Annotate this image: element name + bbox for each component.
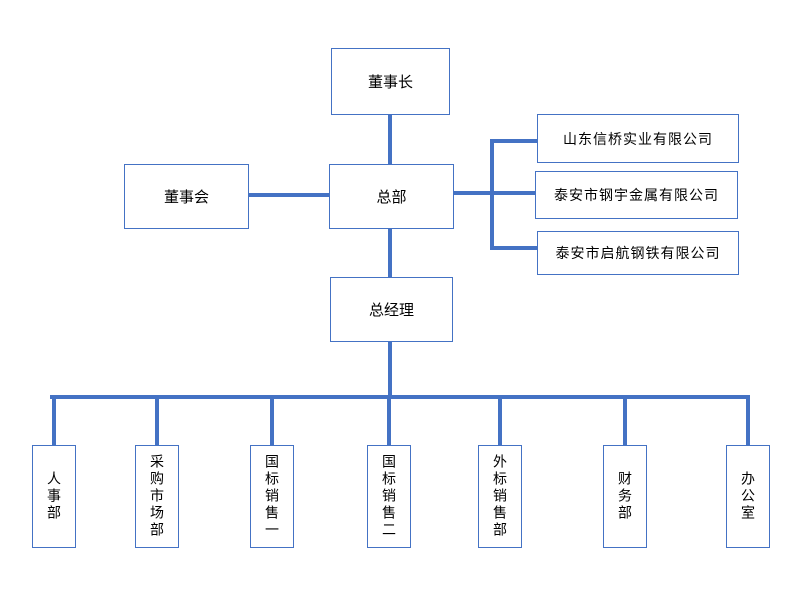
node-department-7-label: 办公室 [740,471,756,522]
connector-hq-gm [388,228,392,278]
node-company-3-label: 泰安市启航钢铁有限公司 [555,245,721,261]
node-department-4-label: 国标销售二 [381,454,397,539]
node-department-6-label: 财务部 [617,471,633,522]
node-department-3[interactable]: 国标销售一 [250,445,294,548]
node-hq[interactable]: 总部 [329,164,454,229]
connector-drop-7 [746,397,750,445]
node-department-4[interactable]: 国标销售二 [367,445,411,548]
node-department-5[interactable]: 外标销售部 [478,445,522,548]
connector-bus [50,395,750,399]
connector-drop-2 [155,397,159,445]
node-gm-label: 总经理 [368,302,414,319]
node-department-1[interactable]: 人事部 [32,445,76,548]
node-company-3[interactable]: 泰安市启航钢铁有限公司 [537,231,739,275]
node-gm[interactable]: 总经理 [330,277,453,342]
node-chairman[interactable]: 董事长 [331,48,450,115]
node-department-3-label: 国标销售一 [264,454,280,539]
node-company-1[interactable]: 山东信桥实业有限公司 [537,114,739,163]
connector-drop-3 [270,397,274,445]
node-department-6[interactable]: 财务部 [603,445,647,548]
node-chairman-label: 董事长 [367,74,413,91]
connector-drop-4 [387,397,391,445]
connector-board-hq [249,193,330,197]
node-hq-label: 总部 [376,189,407,206]
node-department-1-label: 人事部 [46,471,62,522]
node-department-7[interactable]: 办公室 [726,445,770,548]
node-company-1-label: 山东信桥实业有限公司 [563,130,713,147]
connector-companies-bracket [490,139,494,250]
connector-drop-5 [498,397,502,445]
node-department-5-label: 外标销售部 [492,454,508,539]
connector-hq-companies [453,191,537,195]
node-department-2[interactable]: 采购市场部 [135,445,179,548]
connector-drop-6 [623,397,627,445]
node-company-2[interactable]: 泰安市钢宇金属有限公司 [535,171,738,219]
node-department-2-label: 采购市场部 [149,454,165,539]
connector-gm-bus [388,341,392,397]
connector-bracket-bottom [490,246,537,250]
node-board-label: 董事会 [163,189,209,206]
connector-chairman-hq [388,114,392,165]
connector-bracket-top [490,139,537,143]
node-company-2-label: 泰安市钢宇金属有限公司 [554,187,719,203]
node-board[interactable]: 董事会 [124,164,249,229]
connector-drop-1 [52,397,56,445]
